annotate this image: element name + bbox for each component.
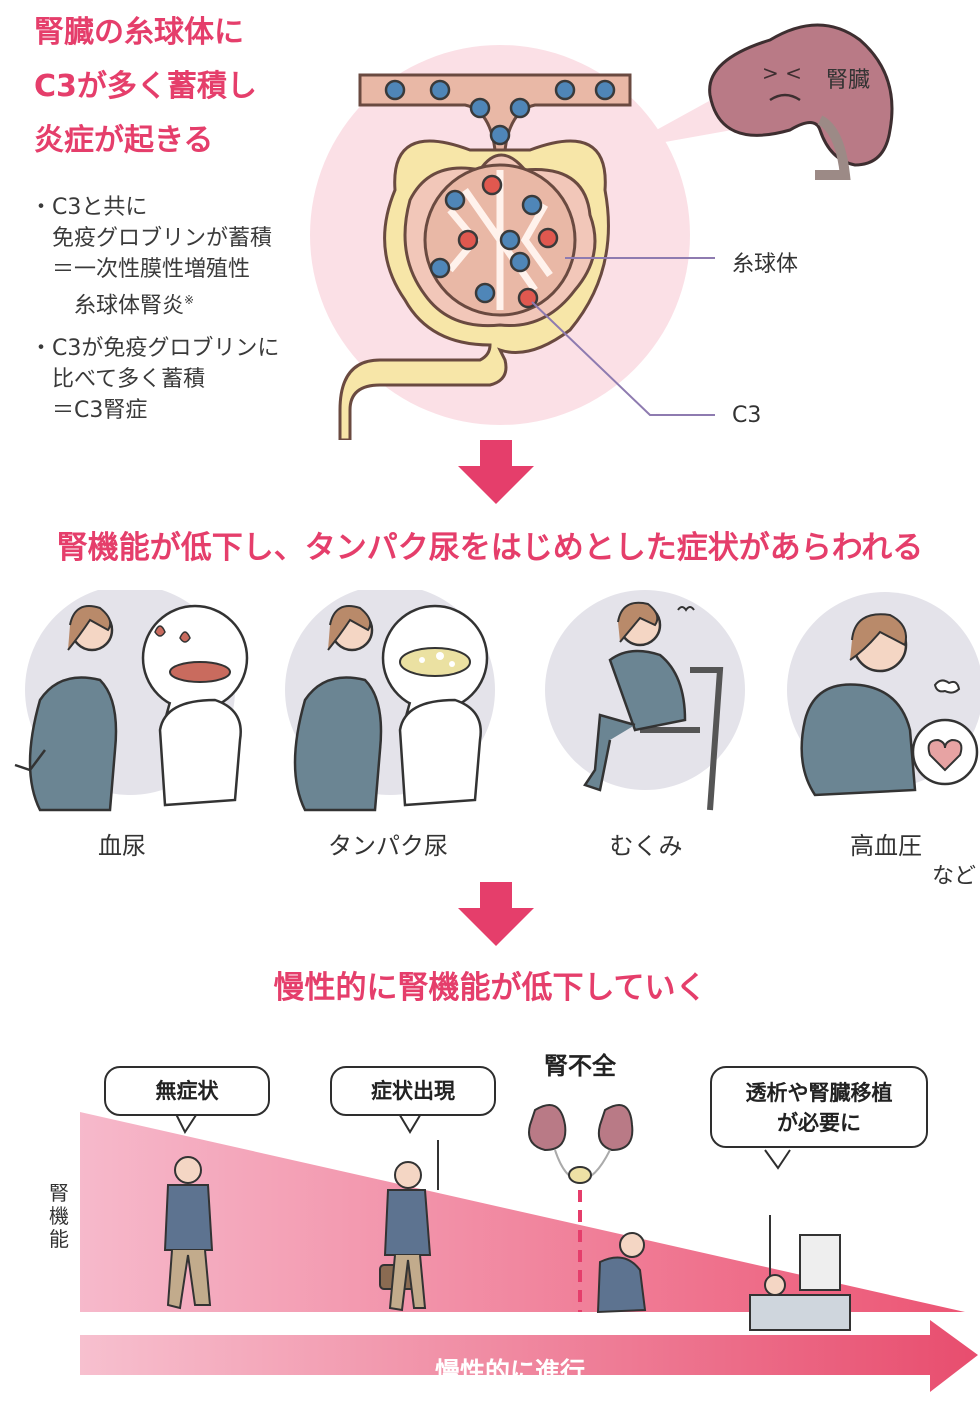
immunoglobulin-dot — [384, 79, 406, 101]
immunoglobulin-dot — [509, 97, 531, 119]
immunoglobulin-dot — [489, 124, 511, 146]
bullet-line: ・C3が免疫グロブリンに — [30, 336, 280, 362]
ureter — [815, 115, 851, 180]
headline-line-1: 腎臓の糸球体に — [34, 15, 244, 50]
headline: 腎臓の糸球体に C3が多く蓄積し 炎症が起きる — [34, 6, 334, 168]
symptom-label-proteinuria: タンパク尿 — [328, 832, 448, 860]
progression-chart — [80, 1104, 978, 1392]
immunoglobulin-dot — [469, 97, 491, 119]
c3-dot — [481, 174, 503, 196]
kidney-label: 腎臓 — [826, 68, 871, 93]
immunoglobulin-dot — [521, 194, 543, 216]
section3-title: 慢性的に腎機能が低下していく — [273, 970, 707, 1006]
stage-bubble-asymptomatic: 無症状 — [104, 1066, 270, 1116]
symptom-label-edema: むくみ — [609, 832, 683, 860]
symptom-hypertension-figure — [787, 592, 980, 797]
bullet-line: 比べて多く蓄積 — [30, 367, 206, 393]
symptoms-etc-label: など — [932, 864, 977, 889]
progress-arrow — [80, 1320, 978, 1392]
bullet-item: ・C3と共に 免疫グロブリンが蓄積 ＝一次性膜性増殖性 糸球体腎炎※ — [30, 192, 279, 321]
stage-bubble-symptoms: 症状出現 — [330, 1066, 496, 1116]
bullet-list: ・C3と共に 免疫グロブリンが蓄積 ＝一次性膜性増殖性 糸球体腎炎※ ・C3が免… — [30, 192, 279, 438]
immunoglobulin-dot — [474, 282, 496, 304]
leader-line — [531, 301, 715, 416]
headline-line-2: C3が多く蓄積し — [34, 69, 257, 104]
stage-bubble-dialysis: 透析や腎臓移植 が必要に — [710, 1066, 928, 1148]
stage-figure-kidney-failure — [528, 1104, 647, 1314]
progress-arrow-label: 慢性的に進行 — [434, 1357, 585, 1386]
section2-title: 腎機能が低下し、タンパク尿をはじめとした症状があらわれる — [56, 530, 924, 566]
bullet-item: ・C3が免疫グロブリンに 比べて多く蓄積 ＝C3腎症 — [30, 333, 279, 426]
immunoglobulin-dot — [554, 79, 576, 101]
immunoglobulin-dot — [444, 189, 466, 211]
down-arrow-icon — [458, 882, 534, 946]
bullet-line: ・C3と共に — [30, 195, 148, 220]
headline-line-3: 炎症が起きる — [34, 123, 214, 158]
immunoglobulin-dot — [499, 229, 521, 251]
y-axis-label: 腎機能 — [49, 1181, 69, 1251]
callout-wedge — [620, 95, 732, 150]
bullet-line: ＝一次性膜性増殖性 — [30, 257, 251, 282]
kidney-icon — [708, 23, 894, 167]
down-arrow-icon — [458, 440, 534, 504]
symptom-label-hypertension: 高血圧 — [850, 832, 922, 860]
glomerulus-illustration: > < — [310, 23, 894, 440]
svg-text:> <: > < — [762, 61, 802, 85]
symptom-label-hematuria: 血尿 — [98, 832, 146, 860]
c3-label: C3 — [732, 403, 762, 428]
stage-label-kidney-failure: 腎不全 — [544, 1052, 616, 1080]
bullet-line: 免疫グロブリンが蓄積 — [30, 226, 273, 251]
stage-figure-symptomatic — [379, 1140, 439, 1312]
stage-figure-healthy — [163, 1156, 214, 1310]
footnote-mark: ※ — [184, 293, 195, 307]
glomerulus-label: 糸球体 — [732, 252, 799, 277]
c3-dot — [457, 229, 479, 251]
immunoglobulin-dot — [429, 257, 451, 279]
bullet-line: 糸球体腎炎 — [30, 293, 185, 319]
immunoglobulin-dot — [509, 251, 531, 273]
symptom-illustrations — [14, 590, 980, 812]
stage-figure-dialysis — [749, 1215, 851, 1331]
bullet-line: ＝C3腎症 — [30, 398, 148, 424]
immunoglobulin-dot — [429, 79, 451, 101]
c3-dot — [537, 227, 559, 249]
symptom-proteinuria-figure — [285, 590, 495, 812]
kidney-function-wedge — [80, 1112, 965, 1312]
symptom-hematuria-figure — [14, 590, 249, 812]
symptom-edema-figure — [545, 590, 745, 811]
immunoglobulin-dot — [594, 79, 616, 101]
